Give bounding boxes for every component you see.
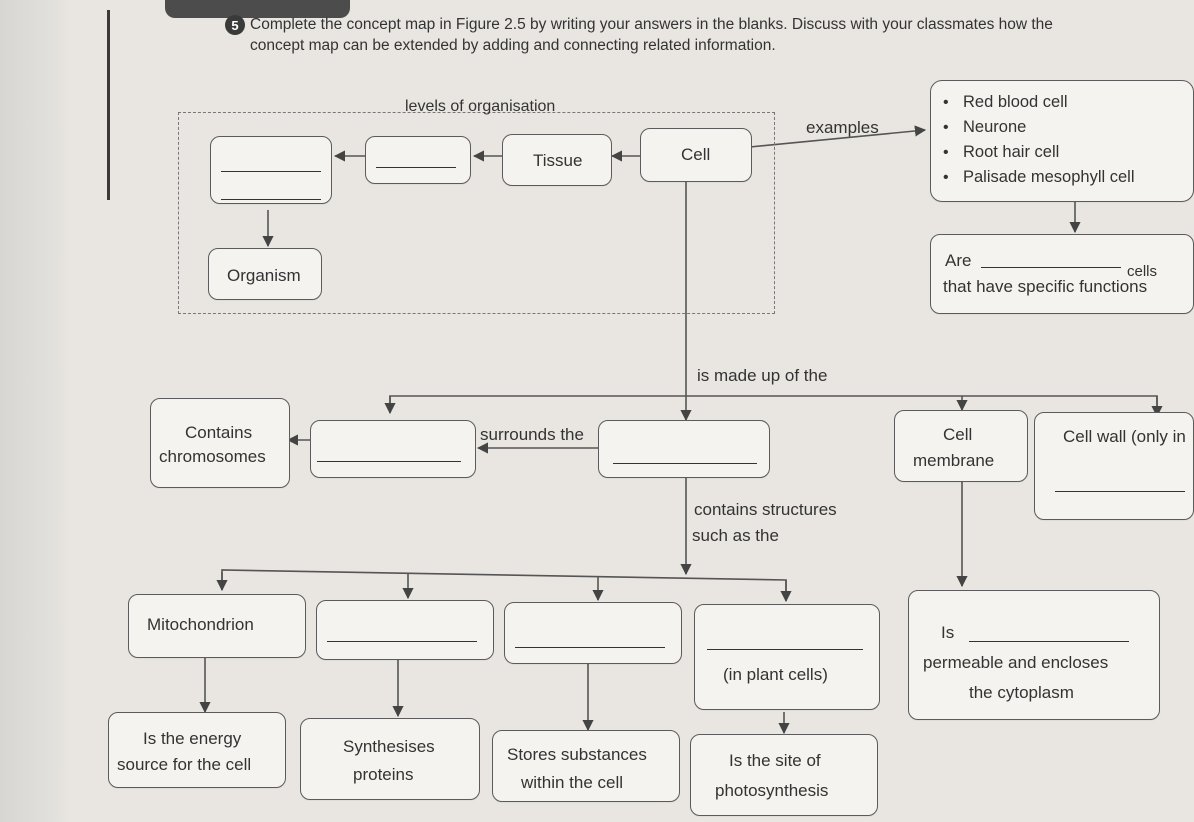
blank-organelle-box-2: [504, 602, 682, 664]
blank-line[interactable]: [221, 171, 321, 172]
cell-box: Cell: [640, 128, 752, 182]
blank-line[interactable]: [221, 199, 321, 200]
blank-level-box-2: [210, 136, 332, 204]
page-edge-strip: [0, 0, 70, 822]
blank-organelle-box-1: [316, 600, 494, 660]
permeable-label: permeable and encloses: [923, 653, 1109, 672]
synthesises-label-1: Synthesises: [343, 737, 435, 756]
example-item: Neurone: [943, 115, 1135, 140]
tissue-label: Tissue: [533, 151, 583, 170]
blank-nucleus-box: [310, 420, 476, 478]
organism-label: Organism: [227, 266, 301, 285]
instruction-line-1: Complete the concept map in Figure 2.5 b…: [250, 16, 1053, 33]
photosynthesis-label-1: Is the site of: [729, 751, 821, 770]
are-label: Are: [945, 251, 972, 270]
blank-level-box-1: [365, 136, 471, 184]
cell-membrane-label-1: Cell: [943, 425, 973, 444]
blank-line[interactable]: [1055, 491, 1185, 492]
is-label: Is: [941, 623, 955, 642]
blank-line[interactable]: [707, 649, 863, 650]
energy-label-1: Is the energy: [143, 729, 242, 748]
mitochondrion-label: Mitochondrion: [147, 615, 254, 634]
blank-line[interactable]: [317, 461, 461, 462]
synthesises-box: Synthesises proteins: [300, 718, 480, 800]
question-instructions: Complete the concept map in Figure 2.5 b…: [250, 14, 1053, 56]
stores-label-2: within the cell: [521, 773, 624, 792]
blank-line[interactable]: [613, 463, 757, 464]
stores-box: Stores substances within the cell: [492, 730, 680, 802]
photosynthesis-label-2: photosynthesis: [715, 781, 829, 800]
levels-group-box: [178, 112, 775, 314]
instruction-line-2: concept map can be extended by adding an…: [250, 37, 776, 54]
levels-heading: levels of organisation: [405, 98, 556, 115]
examples-list: Red blood cell Neurone Root hair cell Pa…: [943, 90, 1135, 190]
membrane-property-box: Is permeable and encloses the cytoplasm: [908, 590, 1160, 720]
specific-functions-label: that have specific functions: [943, 277, 1148, 296]
blank-chloroplast-box: (in plant cells): [694, 604, 880, 710]
cell-membrane-box: Cell membrane: [894, 410, 1028, 482]
contains-label: Contains: [185, 423, 253, 442]
in-plant-cells-label: (in plant cells): [723, 665, 828, 684]
surrounds-label: surrounds the: [480, 425, 584, 444]
contains-chromosomes-box: Contains chromosomes: [150, 398, 290, 488]
blank-line[interactable]: [969, 641, 1129, 642]
cell-wall-label: Cell wall (only in: [1063, 427, 1186, 446]
cell-membrane-label-2: membrane: [913, 451, 995, 470]
energy-source-box: Is the energy source for the cell: [108, 712, 286, 788]
cell-label: Cell: [681, 145, 711, 164]
made-up-of-label: is made up of the: [697, 366, 828, 385]
synthesises-label-2: proteins: [353, 765, 414, 784]
example-item: Root hair cell: [943, 140, 1135, 165]
organism-box: Organism: [208, 248, 322, 300]
stores-label-1: Stores substances: [507, 745, 647, 764]
specialised-cells-box: Are cells that have specific functions: [930, 234, 1194, 314]
chapter-tab: [165, 0, 350, 18]
question-number: 5: [225, 15, 245, 35]
blank-line[interactable]: [376, 167, 456, 168]
cell-wall-box: Cell wall (only in: [1034, 412, 1194, 520]
blank-line[interactable]: [981, 267, 1121, 268]
cells-label: cells: [1127, 263, 1158, 280]
cytoplasm-label: the cytoplasm: [969, 683, 1074, 702]
example-item: Red blood cell: [943, 90, 1135, 115]
photosynthesis-box: Is the site of photosynthesis: [690, 734, 878, 816]
margin-bar: [107, 10, 110, 200]
chromosomes-label: chromosomes: [159, 447, 266, 466]
mitochondrion-box: Mitochondrion: [128, 594, 306, 658]
contains-structures-label: contains structures: [694, 500, 837, 519]
examples-label: examples: [806, 118, 879, 137]
blank-cytoplasm-box: [598, 420, 770, 478]
tissue-box: Tissue: [502, 134, 612, 186]
such-as-label: such as the: [692, 526, 779, 545]
example-item: Palisade mesophyll cell: [943, 165, 1135, 190]
blank-line[interactable]: [515, 647, 665, 648]
energy-label-2: source for the cell: [117, 755, 252, 774]
blank-line[interactable]: [327, 641, 477, 642]
